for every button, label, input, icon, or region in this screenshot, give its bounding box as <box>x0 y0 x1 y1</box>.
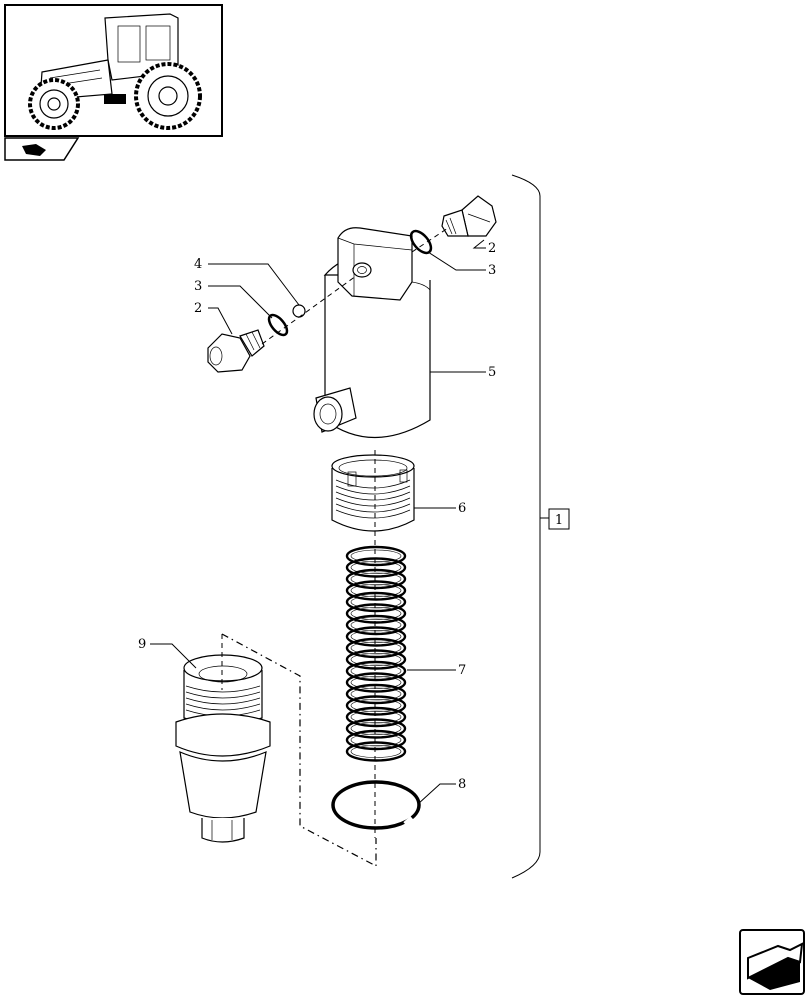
spring-coil-inner <box>350 710 402 724</box>
threaded-sleeve <box>331 454 415 532</box>
callout-6: 6 <box>458 501 466 516</box>
spring-coil <box>345 695 407 716</box>
installation-path <box>221 633 377 867</box>
parts-group-icon[interactable] <box>4 137 80 161</box>
spring-coil-inner <box>350 664 402 678</box>
spring-coil-inner <box>350 687 402 701</box>
spring-coil-inner <box>350 733 402 747</box>
adjuster-plug <box>175 654 271 843</box>
spring-coil-inner <box>350 572 402 586</box>
callout-2-left: 2 <box>194 301 202 316</box>
spring-coil <box>345 660 407 682</box>
callout-8: 8 <box>458 777 466 792</box>
fitting-left <box>207 329 265 373</box>
next-page-arrow-icon[interactable] <box>739 929 805 995</box>
spring-coil <box>345 729 407 751</box>
spring-coil <box>345 568 407 590</box>
spring-coil <box>345 683 407 705</box>
callout-4: 4 <box>194 257 202 272</box>
spring-coil-inner <box>350 699 402 712</box>
valve-body <box>313 227 431 438</box>
spring-coil-inner <box>350 745 402 758</box>
spring-coil <box>345 718 407 739</box>
spring-coil-inner <box>350 584 402 597</box>
callout-7: 7 <box>458 663 466 678</box>
callout-9: 9 <box>138 637 146 652</box>
spring <box>345 545 407 762</box>
spring-coil-inner <box>350 549 402 563</box>
spring-coil <box>345 580 407 601</box>
spring-coil <box>345 545 407 567</box>
spring-coil-inner <box>350 618 402 632</box>
axis-right <box>411 227 449 253</box>
spring-coil-inner <box>350 641 402 655</box>
check-ball <box>292 304 306 318</box>
spring-coil-inner <box>350 561 402 574</box>
spring-coil <box>345 706 407 728</box>
axis-left <box>261 275 357 345</box>
spring-coil <box>345 603 407 624</box>
group-bracket <box>511 174 549 879</box>
spring-coil <box>345 637 407 659</box>
spring-coil <box>345 626 407 647</box>
reference-box <box>548 508 570 530</box>
callout-3-upper: 3 <box>488 263 496 278</box>
spring-coil <box>345 741 407 762</box>
spring-coil-inner <box>350 595 402 609</box>
leader-lines <box>150 239 486 805</box>
spring-coil-inner <box>350 630 402 643</box>
spring-coil-inner <box>350 676 402 689</box>
spring-coil-inner <box>350 607 402 620</box>
callout-3-left: 3 <box>194 279 202 294</box>
spring-coil <box>345 557 407 578</box>
o-ring-upper <box>409 229 433 255</box>
tractor-thumbnail-icon[interactable] <box>4 4 223 137</box>
spring-coil-inner <box>350 653 402 666</box>
spring-coil <box>345 614 407 636</box>
spring-coil <box>345 649 407 670</box>
spring-coil <box>345 591 407 613</box>
fitting-upper <box>441 195 497 237</box>
callout-1: 1 <box>555 513 563 528</box>
spring-coil-inner <box>350 722 402 735</box>
snap-ring <box>331 780 421 830</box>
callout-2-upper: 2 <box>488 241 496 256</box>
spring-coil <box>345 672 407 693</box>
callout-5: 5 <box>488 365 496 380</box>
